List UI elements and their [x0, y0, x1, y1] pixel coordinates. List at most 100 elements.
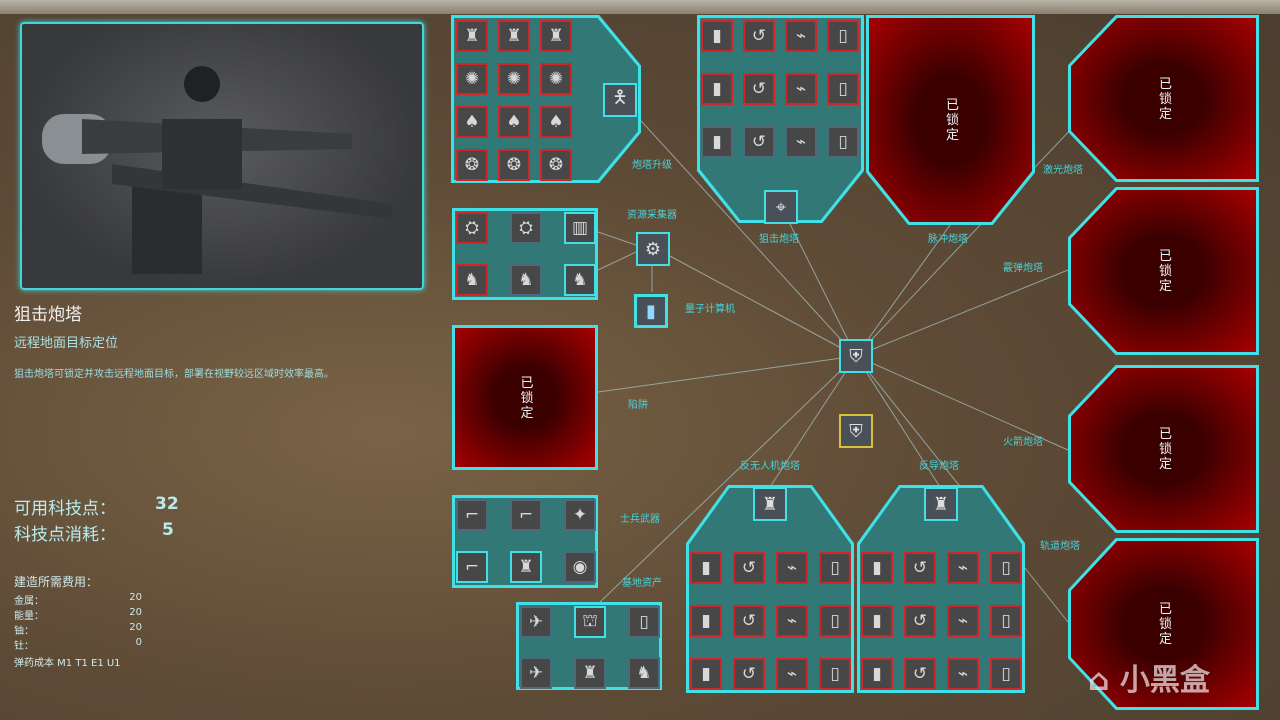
walker-icon: ♞: [636, 663, 652, 683]
shield-upgrade[interactable]: ❂: [456, 149, 488, 181]
pistol-upgrade[interactable]: ⌐: [456, 499, 488, 531]
selected-turret-node[interactable]: ⛨: [839, 414, 873, 448]
reload-upgrade[interactable]: ↺: [904, 658, 936, 690]
reload-upgrade[interactable]: ↺: [733, 552, 765, 584]
fire-rate-upgrade[interactable]: ⌁: [947, 552, 979, 584]
robot-upgrade[interactable]: ♜: [510, 551, 542, 583]
label-quantum-computer: 量子计算机: [685, 304, 735, 315]
reload-upgrade[interactable]: ↺: [743, 20, 775, 52]
radar-jammer-upgrade[interactable]: ✺: [456, 63, 488, 95]
radar-jammer-upgrade[interactable]: ✺: [498, 63, 530, 95]
bullet-upgrade[interactable]: ▮: [690, 552, 722, 584]
armor-upgrade[interactable]: ♠: [498, 106, 530, 138]
armor-upgrade[interactable]: ♠: [540, 106, 572, 138]
shield-upgrade[interactable]: ❂: [498, 149, 530, 181]
fire-rate-upgrade[interactable]: ⌁: [776, 658, 808, 690]
fire-rate-upgrade[interactable]: ⌁: [785, 20, 817, 52]
reload-upgrade[interactable]: ↺: [904, 552, 936, 584]
collector-upgrade[interactable]: ▥: [564, 212, 596, 244]
turret-barrel-upgrade[interactable]: ♜: [456, 20, 488, 52]
shield-upgrade[interactable]: ◉: [564, 551, 596, 583]
magazine-upgrade[interactable]: ▯: [827, 20, 859, 52]
rocket-turret-panel-locked[interactable]: 已锁定: [1068, 365, 1259, 533]
armor-icon: ♠: [506, 112, 522, 132]
turret-icon: ♜: [932, 493, 950, 515]
bullet-upgrade[interactable]: ▮: [701, 20, 733, 52]
armor-upgrade[interactable]: ♠: [456, 106, 488, 138]
reload-upgrade[interactable]: ↺: [743, 73, 775, 105]
resource-collector-node[interactable]: ⚙: [636, 232, 670, 266]
mech-upgrade[interactable]: ♞: [564, 264, 596, 296]
label-anti-drone-turret: 反无人机炮塔: [740, 461, 800, 472]
bullet-upgrade[interactable]: ▮: [861, 552, 893, 584]
radar-jammer-upgrade[interactable]: ✺: [540, 63, 572, 95]
harvester-upgrade[interactable]: ⛭: [510, 212, 542, 244]
reload-upgrade[interactable]: ↺: [743, 126, 775, 158]
fire-rate-upgrade[interactable]: ⌁: [785, 126, 817, 158]
reload-upgrade[interactable]: ↺: [733, 605, 765, 637]
magazine-upgrade[interactable]: ▯: [990, 605, 1022, 637]
bullet-upgrade[interactable]: ▮: [861, 605, 893, 637]
bullet-upgrade[interactable]: ▮: [861, 658, 893, 690]
bullet-upgrade[interactable]: ▮: [690, 658, 722, 690]
magazine-upgrade[interactable]: ▯: [819, 658, 851, 690]
sniper-turret-node[interactable]: ⌖: [764, 190, 798, 224]
label-soldier-weapons: 士兵武器: [620, 514, 660, 525]
mech-upgrade[interactable]: ♞: [510, 264, 542, 296]
fire-rate-icon: ⌁: [795, 79, 807, 99]
beacon-upgrade[interactable]: ▯: [628, 606, 660, 638]
fire-rate-upgrade[interactable]: ⌁: [947, 605, 979, 637]
launcher-upgrade[interactable]: ✦: [564, 499, 596, 531]
radar-jammer-icon: ✺: [506, 69, 522, 89]
turret-upgrade-node[interactable]: 🯅: [603, 83, 637, 117]
tech-points-label: 可用科技点：: [14, 499, 116, 519]
rail-turret-panel-locked[interactable]: 已锁定: [1068, 538, 1259, 710]
fire-rate-upgrade[interactable]: ⌁: [776, 552, 808, 584]
drone-upgrade[interactable]: ✈: [520, 657, 552, 689]
build-cost-label: 建造所需费用：: [14, 575, 99, 589]
mech-upgrade[interactable]: ♞: [456, 264, 488, 296]
sniper-turret-model: [42, 66, 392, 274]
turret-base-upgrade[interactable]: ⛫: [574, 606, 606, 638]
magazine-upgrade[interactable]: ▯: [819, 552, 851, 584]
quantum-computer-node[interactable]: ▮: [634, 294, 668, 328]
turret-description: 狙击炮塔可锁定并攻击远程地面目标，部署在视野较远区域时效率最高。: [14, 369, 334, 380]
smg-upgrade[interactable]: ⌐: [456, 551, 488, 583]
bullet-upgrade[interactable]: ▮: [701, 126, 733, 158]
bullet-upgrade[interactable]: ▮: [701, 73, 733, 105]
mech-icon: ♞: [464, 270, 480, 290]
magazine-upgrade[interactable]: ▯: [990, 658, 1022, 690]
label-turret-upgrade: 炮塔升级: [632, 160, 672, 171]
rifle-upgrade[interactable]: ⌐: [510, 499, 542, 531]
shield-icon: ◉: [572, 557, 588, 577]
central-turret-node[interactable]: ⛨: [839, 339, 873, 373]
pulse-turret-panel-locked[interactable]: 已锁定: [866, 15, 1035, 225]
drone-upgrade[interactable]: ✈: [520, 606, 552, 638]
locked-text: 已锁定: [1156, 426, 1171, 472]
magazine-icon: ▯: [830, 611, 840, 631]
soldier-icon: 🯅: [612, 87, 628, 108]
magazine-icon: ▯: [1001, 611, 1011, 631]
shotgun-turret-panel-locked[interactable]: 已锁定: [1068, 187, 1259, 355]
reload-upgrade[interactable]: ↺: [733, 658, 765, 690]
bullet-upgrade[interactable]: ▮: [690, 605, 722, 637]
harvester-upgrade[interactable]: ⛭: [456, 212, 488, 244]
walker-upgrade[interactable]: ♞: [628, 657, 660, 689]
mech-upgrade[interactable]: ♜: [574, 657, 606, 689]
magazine-upgrade[interactable]: ▯: [827, 126, 859, 158]
turret-barrel-upgrade[interactable]: ♜: [498, 20, 530, 52]
fire-rate-upgrade[interactable]: ⌁: [947, 658, 979, 690]
trap-panel-locked[interactable]: 已锁定: [452, 325, 598, 470]
laser-turret-panel-locked[interactable]: 已锁定: [1068, 15, 1259, 182]
anti-missile-turret-node[interactable]: ♜: [924, 487, 958, 521]
magazine-upgrade[interactable]: ▯: [827, 73, 859, 105]
turret-barrel-upgrade[interactable]: ♜: [540, 20, 572, 52]
reload-upgrade[interactable]: ↺: [904, 605, 936, 637]
magazine-upgrade[interactable]: ▯: [819, 605, 851, 637]
anti-drone-turret-node[interactable]: ♜: [753, 487, 787, 521]
reload-icon: ↺: [741, 664, 757, 684]
shield-upgrade[interactable]: ❂: [540, 149, 572, 181]
fire-rate-upgrade[interactable]: ⌁: [785, 73, 817, 105]
magazine-upgrade[interactable]: ▯: [990, 552, 1022, 584]
fire-rate-upgrade[interactable]: ⌁: [776, 605, 808, 637]
